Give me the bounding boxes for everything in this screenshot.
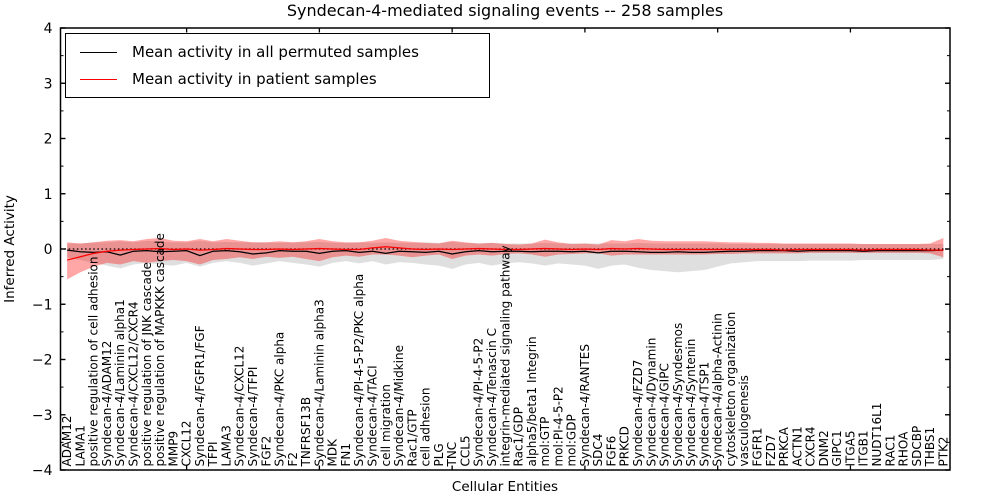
y-tick-label: 0 [44, 242, 53, 258]
x-tick-label: Syndecan-4/Syntenin [684, 339, 698, 467]
x-tick-label: FZD7 [764, 435, 778, 467]
x-tick-label: cell migration [379, 384, 393, 466]
x-tick-label: positive regulation of JNK cascade [140, 262, 154, 466]
x-tick-label: Syndecan-4/FZD7 [631, 360, 645, 467]
permuted-mean-line [67, 249, 944, 257]
y-tick-label: 3 [44, 76, 53, 92]
x-tick-label: NUDT16L1 [870, 403, 884, 467]
y-axis-label: Inferred Activity [2, 195, 18, 303]
x-tick-label: F2 [286, 452, 300, 467]
x-tick-label: Syndecan-4/PKC alpha [273, 332, 287, 467]
x-tick-label: mol:PI-4-5-P2 [551, 386, 565, 466]
y-tick-label: 4 [44, 21, 53, 37]
x-tick-label: LAMA1 [73, 425, 87, 466]
x-tick-label: LAMA3 [219, 425, 233, 466]
permuted-line-sample [80, 51, 117, 53]
x-tick-label: Syndecan-4/TFPI [246, 367, 260, 467]
x-tick-label: THBS1 [923, 427, 937, 468]
patient-band [67, 237, 944, 280]
x-tick-label: CXCL12 [180, 420, 194, 466]
x-tick-label: FGF6 [604, 436, 618, 467]
x-tick-label: Syndecan-4/alpha-Actinin [711, 313, 725, 466]
x-tick-label: Syndecan-4/PI-4-5-P2 [472, 338, 486, 467]
x-tick-label: Rac1/GDP [512, 407, 526, 466]
x-tick-label: ADAM12 [60, 415, 74, 466]
x-tick-label: ITGA5 [843, 430, 857, 466]
x-tick-label: alpha5/beta1 Integrin [525, 336, 539, 466]
x-tick-label: PRKCD [618, 426, 632, 466]
x-tick-label: TNFRSF13B [299, 397, 313, 468]
x-tick-label: SDCBP [910, 426, 924, 467]
y-tick-label: −2 [32, 353, 53, 369]
chart-title: Syndecan-4-mediated signaling events -- … [287, 1, 723, 20]
y-tick-label: 2 [44, 132, 53, 148]
x-tick-label: RAC1 [883, 435, 897, 467]
x-tick-label: Syndecan-4/Dynamin [644, 338, 658, 467]
x-tick-label: PRKCA [777, 426, 791, 466]
legend: Mean activity in all permuted samples Me… [65, 33, 490, 98]
legend-label-permuted: Mean activity in all permuted samples [132, 43, 419, 61]
y-tick-label: −1 [32, 297, 53, 313]
x-tick-label: ACTN1 [790, 426, 804, 466]
patient-mean-line [66, 246, 944, 261]
y-tick-label: −3 [32, 408, 53, 424]
x-tick-label: FGF2 [259, 436, 273, 467]
legend-item-patient: Mean activity in patient samples [80, 70, 483, 88]
x-tick-label: vasculogenesis [737, 375, 751, 466]
x-tick-label: PTK2 [936, 436, 950, 466]
x-tick-label: Syndecan-4/Tenascin C [485, 328, 499, 467]
x-tick-label: Syndecan-4/CXCL12 [233, 346, 247, 467]
patient-line-sample [80, 78, 117, 80]
x-tick-label: MDK [326, 438, 340, 467]
x-tick-label: SDC4 [591, 434, 605, 467]
x-tick-label: CXCR4 [804, 426, 818, 466]
y-tick-label: 1 [44, 187, 53, 203]
x-tick-label: TFPI [206, 441, 220, 467]
x-tick-label: positive regulation of cell adhesion [87, 257, 101, 467]
x-tick-label: integrin-mediated signaling pathway [498, 245, 512, 466]
x-tick-label: cytoskeleton organization [724, 312, 738, 467]
x-tick-label: Syndecan-4/ADAM12 [100, 341, 114, 467]
legend-item-permuted: Mean activity in all permuted samples [80, 43, 483, 61]
x-tick-label: Syndecan-4/PI-4-5-P2/PKC alpha [352, 274, 366, 467]
x-tick-label: Syndecan-4/Midkine [392, 345, 406, 466]
x-tick-label: mol:GDP [565, 414, 579, 466]
x-tick-label: PLG [432, 443, 446, 466]
x-tick-label: Syndecan-4/CXCL12/CXCR4 [127, 301, 141, 466]
x-tick-label: Syndecan-4/FGFR1/FGF [193, 325, 207, 466]
x-axis-label: Cellular Entities [452, 479, 558, 495]
x-tick-label: Syndecan-4/Laminin alpha1 [113, 299, 127, 466]
x-tick-label: Rac1/GTP [405, 409, 419, 466]
x-tick-label: RHOA [897, 431, 911, 467]
x-tick-label: Syndecan-4/TACI [365, 365, 379, 466]
x-tick-label: GIPC1 [830, 430, 844, 466]
x-tick-label: cell adhesion [419, 388, 433, 467]
x-tick-label: CCL5 [458, 435, 472, 466]
x-tick-label: FGFR1 [750, 427, 764, 466]
x-tick-label: Syndecan-4/RANTES [578, 344, 592, 466]
x-tick-label: ITGB1 [857, 430, 871, 466]
x-tick-label: Syndecan-4/GIPC [658, 363, 672, 466]
x-tick-label: Syndecan-4/TSP1 [697, 362, 711, 467]
legend-label-patient: Mean activity in patient samples [132, 70, 377, 88]
x-tick-label: positive regulation of MAPKKK cascade [153, 233, 167, 466]
x-tick-label: Syndecan-4/Laminin alpha3 [312, 299, 326, 466]
y-tick-label: −4 [32, 463, 53, 479]
x-tick-label: DNM2 [817, 430, 831, 466]
x-tick-label: mol:GTP [538, 417, 552, 467]
x-tick-label: FN1 [339, 443, 353, 467]
x-tick-label: Syndecan-4/Syndesmos [671, 323, 685, 467]
x-tick-label: TNC [445, 442, 459, 468]
x-tick-label: MMP9 [166, 431, 180, 467]
